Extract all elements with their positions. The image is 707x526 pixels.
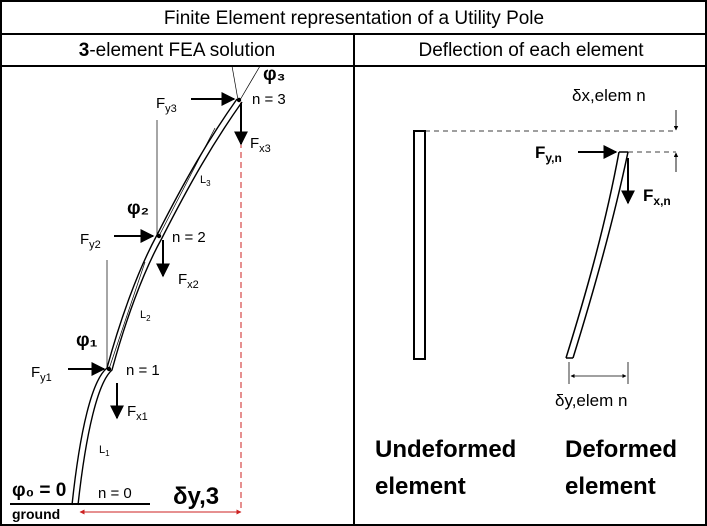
fyn-sub: y,n [545, 151, 561, 165]
pole-outline-left [71, 98, 238, 506]
pole-outline-right [77, 101, 243, 506]
fx2-sub: x2 [187, 279, 199, 291]
node-1-label: n = 1 [126, 362, 160, 379]
fy1-main: F [31, 364, 40, 381]
fx1-main: F [127, 403, 136, 420]
l2-sub: 2 [146, 314, 151, 323]
fx3-main: F [250, 135, 259, 152]
tangent-line-1 [108, 261, 146, 370]
node-2-label: n = 2 [172, 229, 206, 246]
l1-label: L1 [99, 444, 110, 458]
fy1-label: Fy1 [31, 364, 52, 384]
left-header-rest: -element FEA solution [89, 40, 275, 61]
fy3-main: F [156, 95, 165, 112]
l1-main: L [99, 444, 105, 456]
fyn-main: F [535, 143, 545, 162]
node-0-label: n = 0 [98, 485, 132, 502]
fxn-sub: x,n [653, 194, 670, 208]
fx2-label: Fx2 [178, 271, 199, 291]
tangent-line-2 [158, 127, 216, 237]
dy-label: δy,elem n [555, 391, 627, 410]
delta-y3-label: δy,3 [173, 483, 219, 510]
right-panel-header: Deflection of each element [419, 40, 645, 61]
fy1-sub: y1 [40, 372, 52, 384]
l3-label: L3 [200, 174, 211, 188]
left-header-bold: 3 [79, 40, 90, 61]
phi0-label: φ₀ = 0 [12, 480, 66, 501]
node-3-label: n = 3 [252, 91, 286, 108]
left-panel-header: 3-element FEA solution [79, 40, 275, 61]
tangent-line-3 [231, 65, 239, 101]
fy2-sub: y2 [89, 239, 101, 251]
fy2-label: Fy2 [80, 231, 101, 251]
deformed-label-2: element [565, 473, 656, 500]
fxn-main: F [643, 186, 653, 205]
fx3-label: Fx3 [250, 135, 271, 155]
ground-label: ground [12, 506, 60, 522]
fy3-sub: y3 [165, 103, 177, 115]
l2-main: L [140, 309, 146, 321]
l3-sub: 3 [206, 179, 211, 188]
fx3-sub: x3 [259, 143, 271, 155]
fx1-label: Fx1 [127, 403, 148, 423]
fyn-label: Fy,n [535, 143, 562, 165]
diagram-title: Finite Element representation of a Utili… [164, 8, 544, 29]
l2-label: L2 [140, 309, 151, 323]
dx-label: δx,elem n [572, 86, 646, 105]
undeformed-label-2: element [375, 473, 466, 500]
deformed-outline-right [572, 151, 629, 359]
fx1-sub: x1 [136, 411, 148, 423]
phi3-label: φ₃ [263, 64, 285, 85]
l3-main: L [200, 174, 206, 186]
undeformed-label-1: Undeformed [375, 436, 516, 463]
deformed-outline-left [565, 151, 620, 359]
fxn-label: Fx,n [643, 186, 671, 208]
fx2-main: F [178, 271, 187, 288]
fy3-label: Fy3 [156, 95, 177, 115]
angle-line-3 [239, 65, 261, 101]
phi1-label: φ₁ [76, 330, 98, 351]
fy2-main: F [80, 231, 89, 248]
l1-sub: 1 [105, 449, 110, 458]
phi2-label: φ₂ [127, 198, 149, 219]
deformed-label-1: Deformed [565, 436, 677, 463]
undeformed-element [413, 130, 426, 360]
